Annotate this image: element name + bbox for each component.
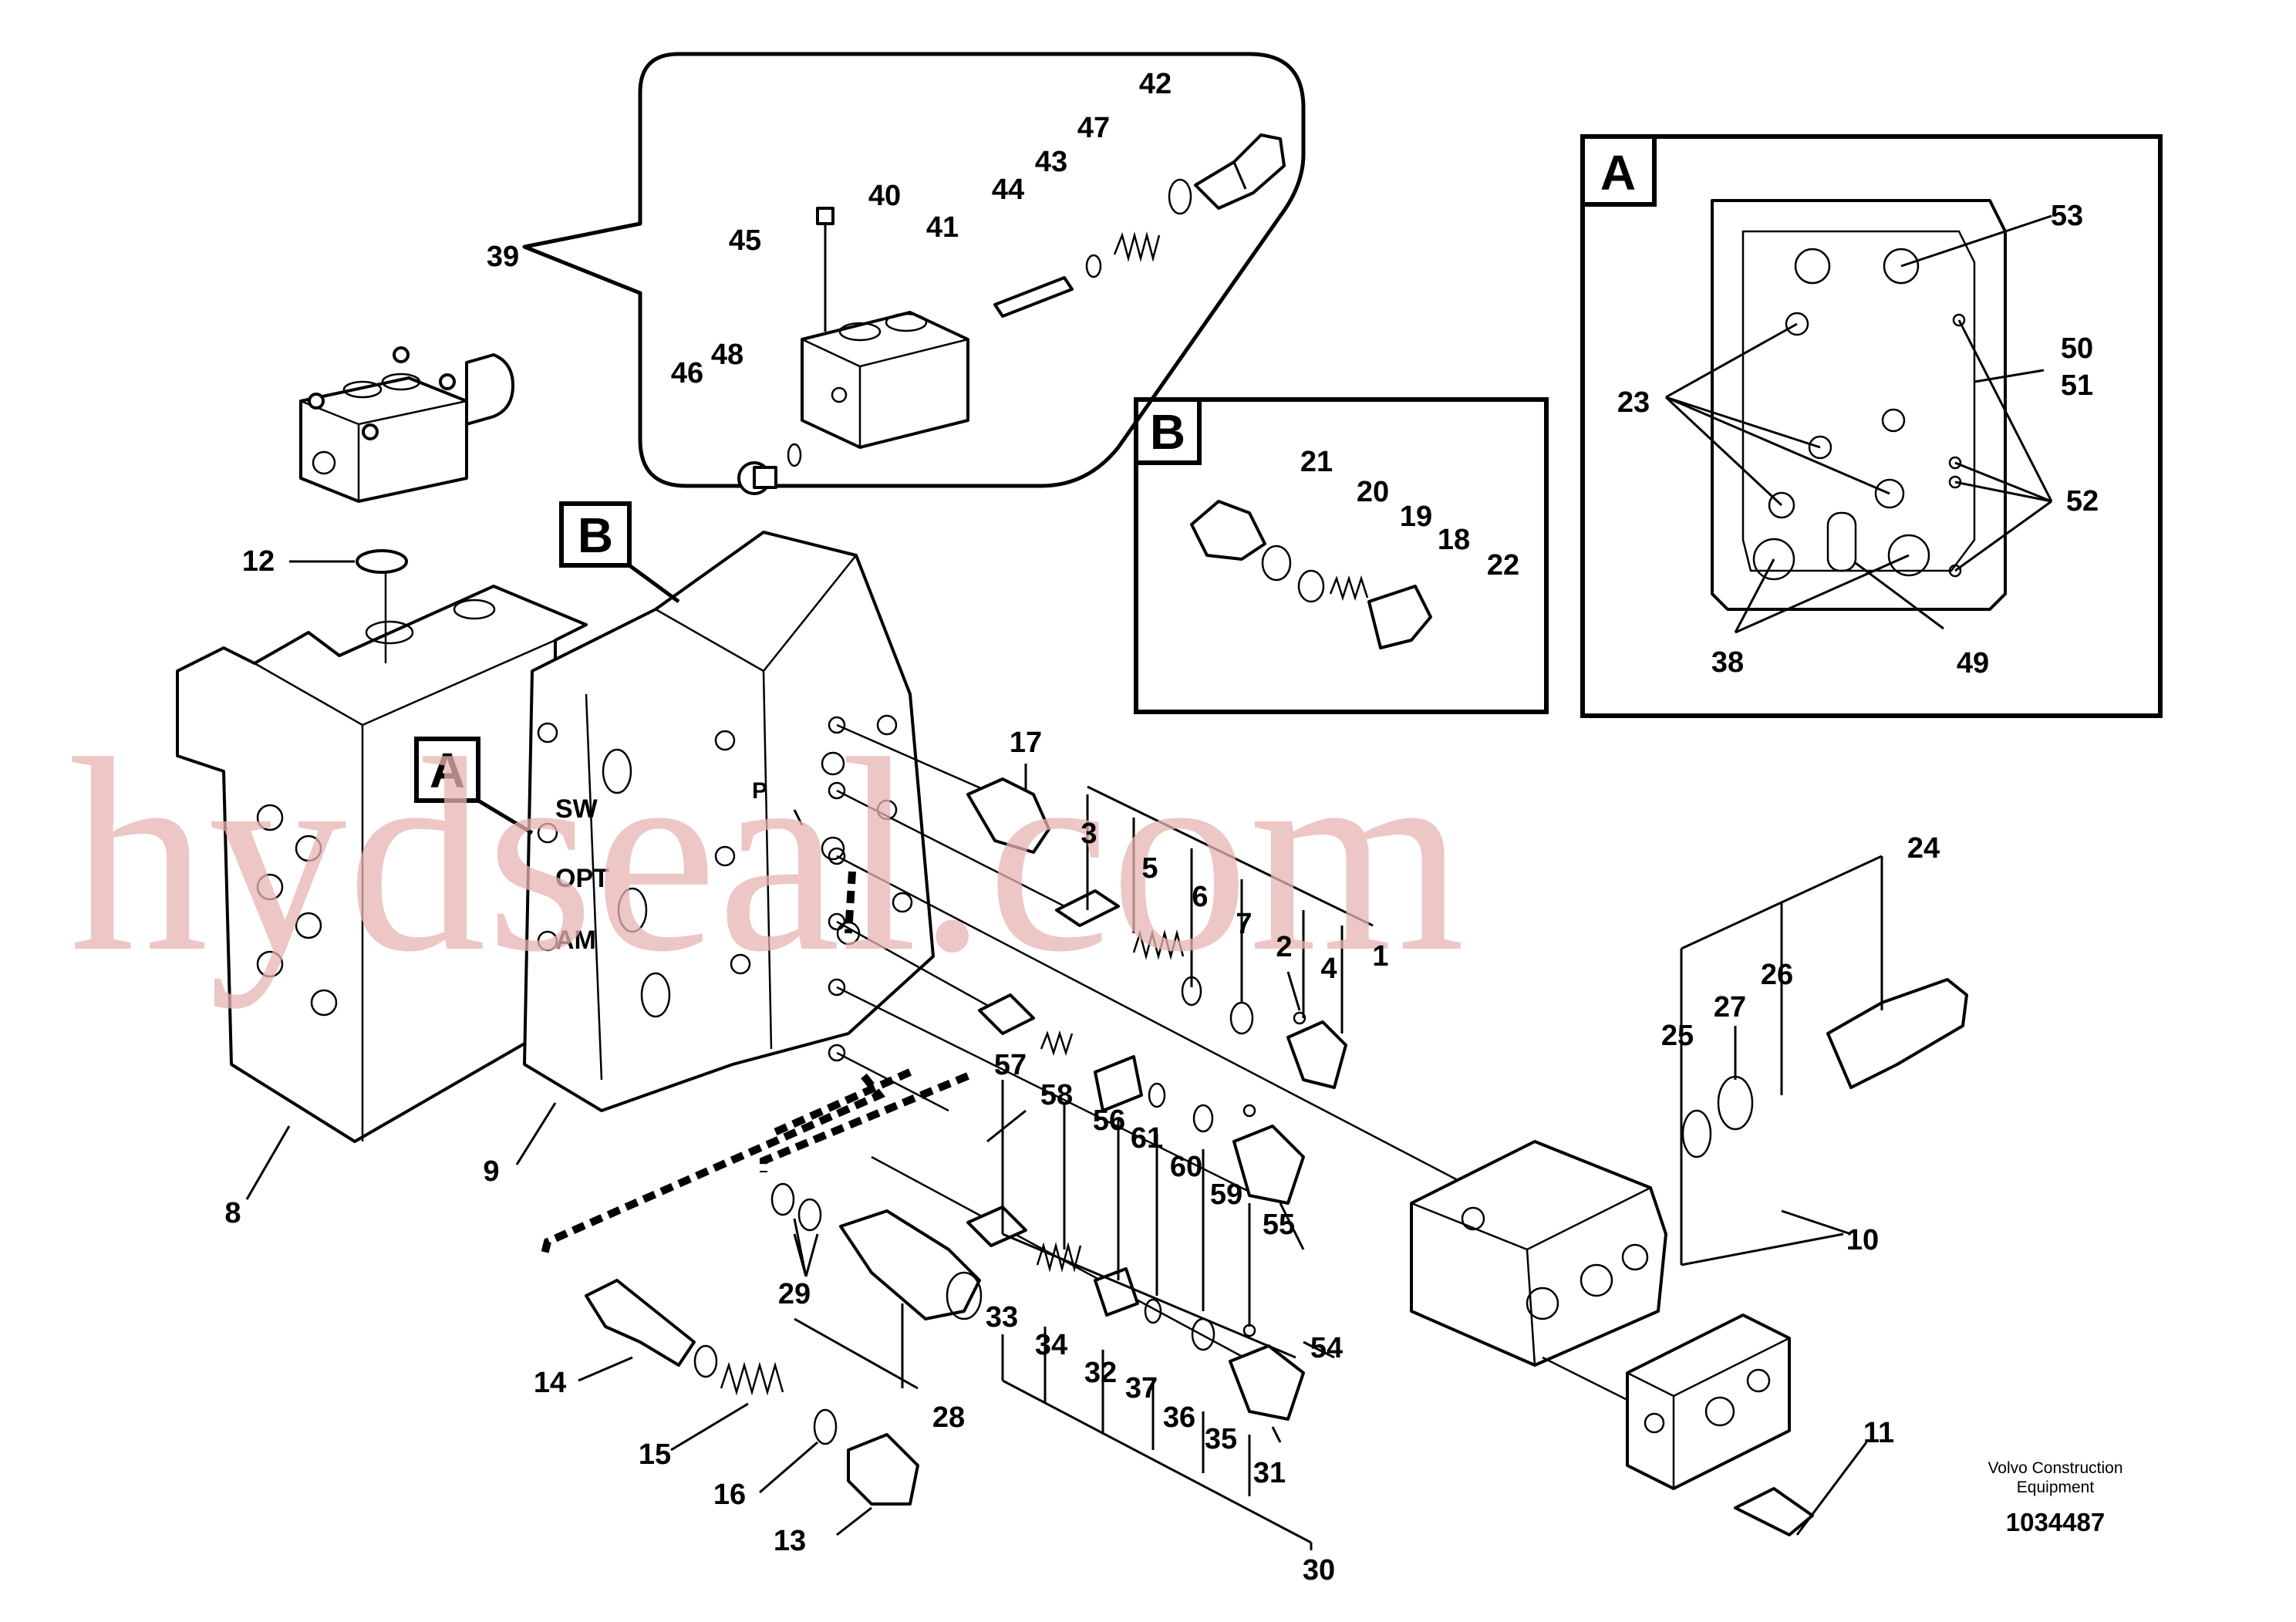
detail-a-leaders — [1664, 214, 2053, 634]
label-43: 43 — [1035, 146, 1067, 178]
label-35: 35 — [1205, 1423, 1237, 1455]
label-38: 38 — [1711, 646, 1744, 679]
label-9: 9 — [483, 1155, 499, 1188]
label-57: 57 — [994, 1049, 1027, 1081]
maker-line-2: Equipment — [2017, 1479, 2095, 1496]
label-31: 31 — [1253, 1457, 1286, 1489]
label-27: 27 — [1714, 991, 1746, 1023]
detail-b-tag — [1134, 397, 1202, 465]
label-8: 8 — [224, 1197, 241, 1229]
label-49: 49 — [1957, 647, 1989, 679]
main-a-tag — [414, 737, 480, 803]
main-a-letter: A — [430, 743, 465, 798]
detail-a-letter: A — [1600, 145, 1636, 201]
valve-39-assembly — [299, 346, 514, 503]
detail-a-plate — [1711, 199, 2007, 611]
label-25: 25 — [1661, 1020, 1694, 1052]
label-12: 12 — [242, 545, 275, 578]
label-24: 24 — [1907, 832, 1940, 865]
part-labels: 39 42 47 43 44 41 40 45 48 46 21 20 19 1… — [224, 68, 2099, 1587]
label-37: 37 — [1125, 1372, 1158, 1404]
label-18: 18 — [1438, 524, 1470, 556]
label-44: 44 — [992, 174, 1024, 206]
label-22: 22 — [1487, 549, 1519, 582]
label-39: 39 — [487, 241, 519, 273]
label-54: 54 — [1310, 1332, 1343, 1364]
label-3: 3 — [1081, 818, 1097, 850]
label-61: 61 — [1131, 1122, 1163, 1155]
label-33: 33 — [986, 1301, 1018, 1334]
label-47: 47 — [1077, 112, 1110, 144]
label-55: 55 — [1263, 1209, 1295, 1241]
label-58: 58 — [1040, 1079, 1073, 1111]
label-42: 42 — [1139, 68, 1172, 100]
label-11: 11 — [1863, 1417, 1894, 1449]
label-16: 16 — [713, 1479, 746, 1511]
watermark: hydseal.com — [69, 701, 1465, 1010]
label-45: 45 — [729, 224, 761, 257]
drawing-number: 1034487 — [2006, 1508, 2105, 1536]
label-13: 13 — [774, 1525, 806, 1557]
oring-12 — [356, 549, 408, 574]
detail-b-letter: B — [1150, 404, 1185, 460]
label-17: 17 — [1010, 727, 1042, 759]
leader-lines — [245, 560, 1883, 1550]
label-15: 15 — [639, 1438, 671, 1471]
valve-mark-sw: SW — [555, 794, 598, 824]
label-30: 30 — [1303, 1554, 1335, 1587]
label-36: 36 — [1163, 1401, 1195, 1434]
label-29: 29 — [778, 1278, 811, 1310]
detail-b-frame — [1134, 397, 1549, 714]
detail-a-tag — [1580, 134, 1657, 207]
valve-mark-p: P — [752, 778, 767, 804]
detail-bubble — [522, 52, 1306, 488]
label-6: 6 — [1192, 881, 1208, 913]
label-46: 46 — [671, 357, 703, 389]
maker-line-1: Volvo Construction — [1988, 1459, 2122, 1477]
valve-mark-opt: OPT — [555, 864, 609, 893]
valve-mark-am: AM — [555, 926, 596, 955]
bubble-parts — [737, 133, 1286, 495]
label-59: 59 — [1210, 1179, 1242, 1211]
main-b-tag — [559, 501, 632, 568]
detail-b-parts — [1190, 500, 1432, 649]
label-4: 4 — [1320, 953, 1337, 985]
label-26: 26 — [1761, 959, 1793, 991]
label-41: 41 — [926, 211, 959, 244]
label-7: 7 — [1236, 908, 1252, 940]
label-10: 10 — [1846, 1224, 1879, 1256]
label-50: 50 — [2061, 332, 2093, 365]
label-51: 51 — [2061, 369, 2093, 402]
label-56: 56 — [1093, 1104, 1125, 1137]
label-20: 20 — [1357, 476, 1389, 508]
label-23: 23 — [1617, 386, 1650, 419]
label-52: 52 — [2066, 485, 2099, 518]
label-2: 2 — [1276, 931, 1292, 963]
label-32: 32 — [1084, 1357, 1117, 1389]
label-5: 5 — [1141, 852, 1158, 885]
label-1: 1 — [1372, 940, 1388, 973]
spool-assemblies — [540, 723, 1968, 1536]
label-28: 28 — [932, 1401, 965, 1434]
label-53: 53 — [2051, 200, 2083, 232]
detail-a-frame — [1580, 134, 2163, 718]
label-40: 40 — [868, 180, 901, 212]
label-60: 60 — [1170, 1151, 1202, 1183]
main-valve-body — [176, 531, 935, 1143]
label-34: 34 — [1035, 1329, 1067, 1361]
label-14: 14 — [534, 1367, 566, 1399]
label-21: 21 — [1300, 446, 1333, 478]
label-48: 48 — [711, 339, 743, 371]
main-b-letter: B — [578, 508, 613, 563]
label-19: 19 — [1400, 501, 1432, 533]
